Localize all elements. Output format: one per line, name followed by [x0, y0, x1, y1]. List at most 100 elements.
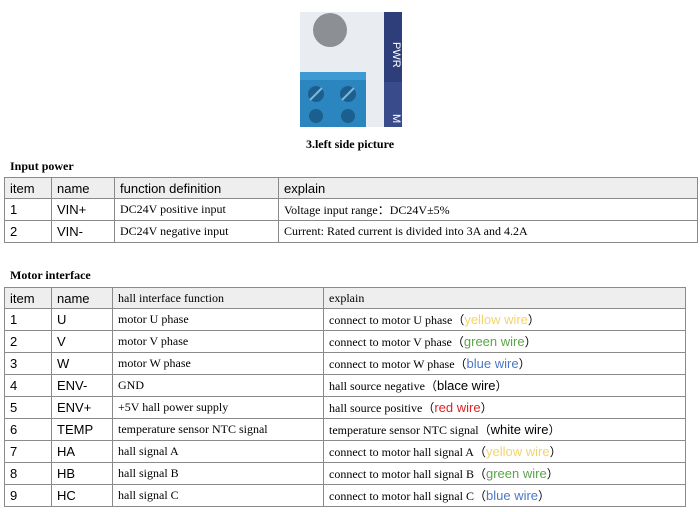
motor-interface-table: item name hall interface function explai… — [4, 287, 686, 507]
paren-close: ） — [546, 467, 559, 481]
header-function: function definition — [114, 177, 279, 199]
cell-item: 3 — [4, 352, 52, 375]
paren-close: ） — [549, 445, 562, 459]
cell-item: 4 — [4, 374, 52, 397]
wire-color-label: blue wire — [466, 356, 519, 371]
table-row: 2 VIN- DC24V negative input Current: Rat… — [4, 220, 698, 243]
cell-explain: hall source negative（blace wire） — [323, 374, 686, 397]
cell-item: 2 — [4, 330, 52, 353]
cell-explain: connect to motor hall signal B（green wir… — [323, 462, 686, 485]
cell-item: 2 — [4, 220, 52, 243]
table-header-row: item name hall interface function explai… — [4, 287, 686, 309]
cell-explain: hall source positive（red wire） — [323, 396, 686, 419]
cell-explain: connect to motor V phase（green wire） — [323, 330, 686, 353]
cell-explain: connect to motor U phase（yellow wire） — [323, 308, 686, 331]
paren-close: ） — [538, 489, 551, 503]
wire-color-label: white wire — [490, 422, 549, 437]
cell-name: HC — [51, 484, 113, 507]
header-explain: explain — [323, 287, 686, 309]
explain-text: connect to motor U phase — [329, 313, 453, 327]
explain-text: connect to motor V phase — [329, 335, 452, 349]
cell-name: TEMP — [51, 418, 113, 441]
explain-text: connect to motor W phase — [329, 357, 455, 371]
motor-interface-title: Motor interface — [10, 268, 91, 282]
table-row: 1 VIN+ DC24V positive input Voltage inpu… — [4, 198, 698, 221]
cell-name: V — [51, 330, 113, 353]
wire-color-label: green wire — [463, 334, 525, 349]
paren-close: ） — [480, 401, 493, 415]
cell-function: motor V phase — [112, 330, 324, 353]
cell-function: motor W phase — [112, 352, 324, 375]
cell-function: GND — [112, 374, 324, 397]
cell-explain: temperature sensor NTC signal（white wire… — [323, 418, 686, 441]
cell-item: 1 — [4, 198, 52, 221]
explain-text: connect to motor hall signal A — [329, 445, 474, 459]
input-power-title: Input power — [10, 159, 74, 173]
cell-function: hall signal B — [112, 462, 324, 485]
input-power-table: item name function definition explain 1 … — [4, 177, 698, 243]
header-name: name — [51, 287, 113, 309]
header-name: name — [51, 177, 115, 199]
paren-close: ） — [518, 357, 531, 371]
paren-close: ） — [524, 335, 537, 349]
paren-open: （ — [473, 489, 486, 503]
cell-function: temperature sensor NTC signal — [112, 418, 324, 441]
paren-open: （ — [422, 401, 435, 415]
header-item: item — [4, 177, 52, 199]
m-silkscreen: M — [390, 114, 402, 123]
cell-function: +5V hall power supply — [112, 396, 324, 419]
cell-name: HA — [51, 440, 113, 463]
header-explain: explain — [278, 177, 698, 199]
cell-item: 8 — [4, 462, 52, 485]
explain-text: hall source positive — [329, 401, 423, 415]
cell-item: 5 — [4, 396, 52, 419]
explain-text: connect to motor hall signal C — [329, 489, 474, 503]
paren-open: （ — [454, 357, 467, 371]
header-item: item — [4, 287, 52, 309]
paren-open: （ — [473, 467, 486, 481]
cell-explain: connect to motor hall signal A（yellow wi… — [323, 440, 686, 463]
cell-item: 7 — [4, 440, 52, 463]
cell-explain: Current: Rated current is divided into 3… — [278, 220, 698, 243]
cell-function: DC24V negative input — [114, 220, 279, 243]
paren-open: （ — [473, 445, 486, 459]
cell-name: VIN- — [51, 220, 115, 243]
cell-item: 9 — [4, 484, 52, 507]
cell-function: DC24V positive input — [114, 198, 279, 221]
paren-open: （ — [478, 423, 491, 437]
header-function: hall interface function — [112, 287, 324, 309]
cell-function: hall signal A — [112, 440, 324, 463]
cell-name: W — [51, 352, 113, 375]
cell-name: HB — [51, 462, 113, 485]
cell-name: VIN+ — [51, 198, 115, 221]
table-header-row: item name function definition explain — [4, 177, 698, 199]
board-photo: PWR M — [300, 12, 402, 127]
wire-color-label: green wire — [486, 466, 547, 481]
cell-explain: Voltage input range：DC24V±5% — [278, 198, 698, 221]
cell-function: hall signal C — [112, 484, 324, 507]
paren-open: （ — [452, 313, 465, 327]
wire-color-label: blace wire — [436, 378, 496, 393]
cell-name: ENV+ — [51, 396, 113, 419]
cell-explain: connect to motor hall signal C（blue wire… — [323, 484, 686, 507]
explain-text: connect to motor hall signal B — [329, 467, 474, 481]
wire-color-label: yellow wire — [464, 312, 528, 327]
paren-close: ） — [548, 423, 561, 437]
explain-text: temperature sensor NTC signal — [329, 423, 479, 437]
wire-color-label: yellow wire — [486, 444, 550, 459]
wire-color-label: red wire — [434, 400, 481, 415]
paren-close: ） — [495, 379, 508, 393]
cell-function: motor U phase — [112, 308, 324, 331]
explain-text: hall source negative — [329, 379, 425, 393]
picture-caption: 3.left side picture — [305, 137, 395, 151]
paren-open: （ — [451, 335, 464, 349]
wire-color-label: blue wire — [486, 488, 539, 503]
